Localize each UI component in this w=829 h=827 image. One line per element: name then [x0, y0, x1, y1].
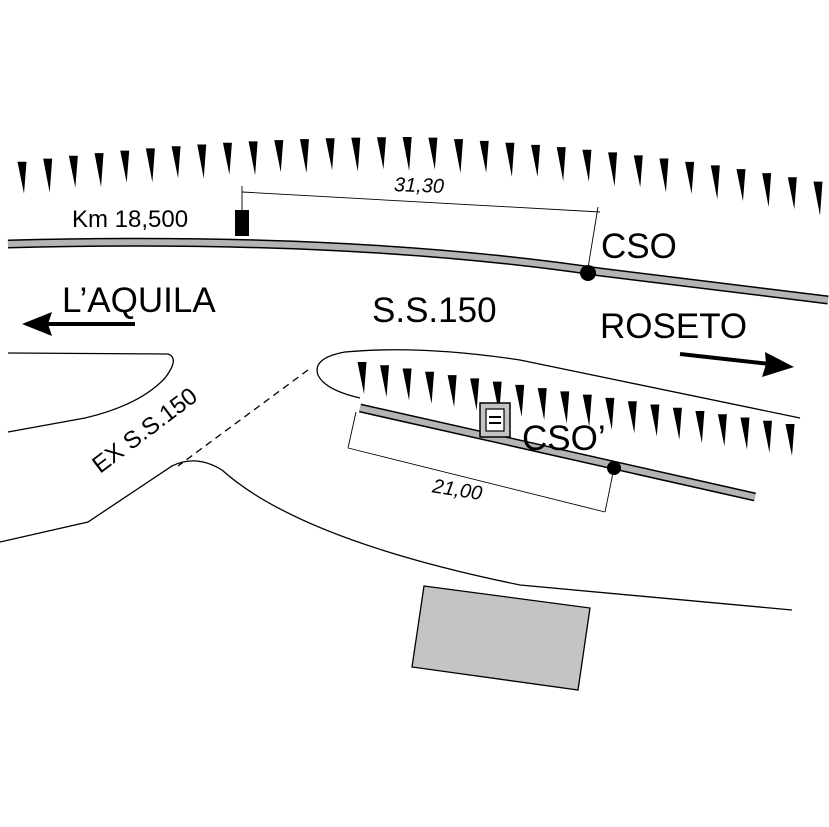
ss150-road-fill [7, 239, 829, 303]
embankment-hachure-icon [402, 137, 412, 172]
embankment-hachure-icon [357, 362, 367, 394]
embankment-hachure-icon [762, 420, 772, 453]
cso-point [580, 265, 596, 281]
ss150-label: S.S.150 [372, 291, 497, 330]
embankment-hachure-icon [608, 152, 618, 187]
embankment-bottom [357, 362, 795, 457]
embankment-hachure-icon [479, 140, 489, 173]
embankment-hachure-icon [659, 158, 669, 193]
embankment-hachure-icon [531, 144, 541, 177]
embankment-hachure-icon [556, 147, 566, 182]
embankment-hachure-icon [633, 155, 643, 188]
km-marker-label: Km 18,500 [72, 206, 188, 233]
embankment-hachure-icon [447, 375, 457, 408]
cso-prime-point [607, 461, 621, 475]
laquila-label: L’AQUILA [62, 281, 216, 320]
building [411, 585, 591, 691]
embankment-hachure-icon [685, 161, 695, 194]
embankment-hachure-icon [17, 161, 27, 194]
embankment-hachure-icon [171, 146, 181, 179]
cso-label: CSO [601, 227, 677, 266]
terrain-lines [0, 349, 801, 611]
dimension-bottom [347, 411, 615, 513]
embankment-hachure-icon [380, 365, 390, 398]
embankment-hachure-icon [537, 388, 547, 421]
embankment-hachure-icon [650, 404, 660, 437]
embankment-hachure-icon [740, 417, 750, 450]
embankment-hachure-icon [299, 139, 309, 174]
embankment-hachure-icon [454, 139, 464, 174]
dimension-top-label: 31,30 [394, 174, 445, 198]
embankment-hachure-icon [145, 148, 155, 183]
embankment-hachure-icon [785, 424, 795, 457]
junction-island-edge [316, 349, 801, 419]
arrow-laquila-icon [22, 312, 135, 336]
cso-prime-box-icon [479, 402, 511, 438]
embankment-hachure-icon [515, 384, 525, 417]
embankment-hachure-icon [351, 137, 361, 172]
embankment-hachure-icon [470, 378, 480, 411]
embankment-hachure-icon [43, 158, 53, 193]
embankment-hachure-icon [428, 137, 438, 170]
embankment-hachure-icon [605, 397, 615, 430]
embankment-hachure-icon [710, 165, 720, 200]
embankment-hachure-icon [582, 394, 592, 427]
embankment-top [17, 137, 823, 216]
embankment-hachure-icon [94, 153, 104, 188]
embankment-hachure-icon [197, 144, 207, 179]
embankment-hachure-icon [717, 414, 727, 447]
embankment-hachure-icon [402, 368, 412, 401]
km-marker-post [235, 210, 249, 236]
embankment-hachure-icon [325, 138, 335, 171]
embankment-hachure-icon [736, 169, 746, 202]
embankment-hachure-icon [274, 140, 284, 173]
lower-road-fill [359, 405, 756, 500]
embankment-hachure-icon [376, 137, 386, 170]
ex-ss150-lower-edge [0, 460, 793, 611]
ex-ss150-dashed-link [177, 369, 309, 467]
embankment-hachure-icon [627, 401, 637, 434]
embankment-hachure-icon [787, 177, 797, 210]
arrow-roseto-icon [679, 352, 794, 377]
embankment-hachure-icon [425, 371, 435, 404]
left-road-edge-upper [7, 352, 174, 433]
embankment-hachure-icon [560, 391, 570, 424]
embankment-hachure-icon [68, 155, 78, 188]
embankment-hachure-icon [813, 181, 823, 216]
cso-prime-label: CSO’ [522, 419, 606, 458]
embankment-hachure-icon [582, 149, 592, 182]
embankment-hachure-icon [505, 142, 515, 177]
embankment-hachure-icon [120, 150, 130, 183]
embankment-hachure-icon [762, 173, 772, 208]
embankment-hachure-icon [672, 407, 682, 440]
dimension-top [241, 186, 601, 269]
ex-ss150-label: EX S.S.150 [87, 383, 202, 479]
roseto-label: ROSETO [600, 307, 747, 346]
embankment-hachure-icon [248, 141, 258, 176]
embankment-hachure-icon [222, 142, 232, 175]
embankment-hachure-icon [695, 410, 705, 443]
